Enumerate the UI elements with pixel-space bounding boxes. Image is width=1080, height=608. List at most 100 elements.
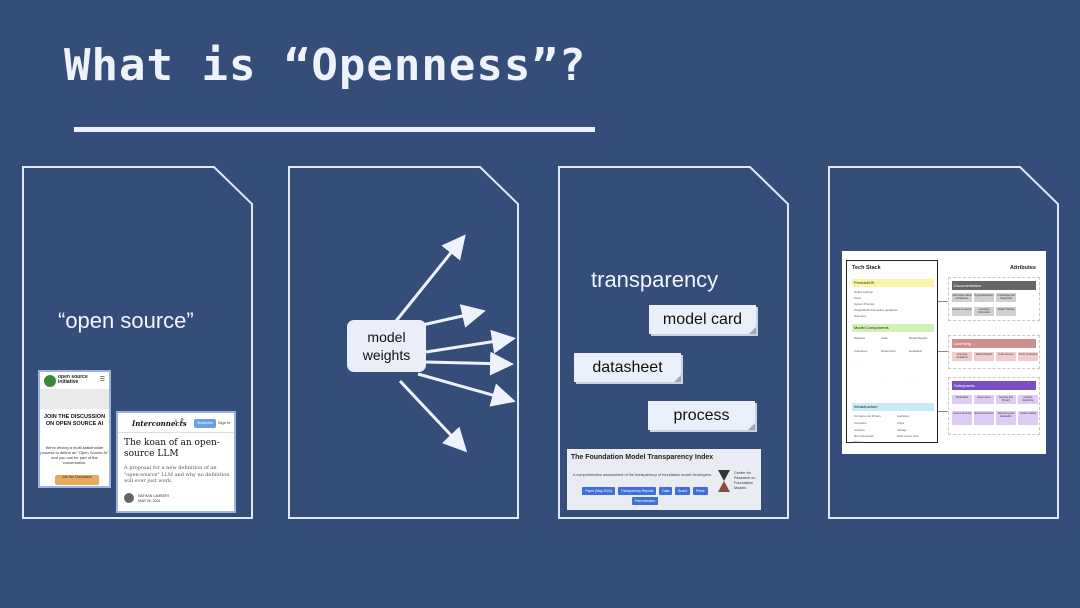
transparency-heading: transparency xyxy=(591,267,719,292)
crfm-name: Center for Research on Foundation Models xyxy=(734,471,756,490)
tech-row: Hardware xyxy=(897,414,910,418)
arrow xyxy=(417,304,486,328)
attr-cell: Terms of Service xyxy=(1018,352,1038,361)
card-open-source xyxy=(22,166,253,519)
fold-icon xyxy=(674,375,681,382)
card-outline xyxy=(22,166,253,519)
tech-row: Datasets xyxy=(854,336,866,340)
attr-cell: Code License xyxy=(996,352,1016,361)
article-date: MAR 06, 2024 xyxy=(138,499,161,503)
fold-icon xyxy=(748,423,755,430)
osi-headline: JOIN THE DISCUSSION ON OPEN SOURCE AI xyxy=(43,414,106,427)
menu-icon: ☰ xyxy=(99,377,105,383)
attr-cell: Licensing information xyxy=(974,307,994,316)
fmti-reports-button: Transparency Reports xyxy=(617,487,657,495)
tech-row: Evaluation xyxy=(909,349,923,353)
card-outline xyxy=(288,166,519,519)
connector-line xyxy=(938,351,948,352)
tech-row: Chips xyxy=(897,421,905,425)
tech-row: Model Card xyxy=(881,349,896,353)
tech-row: Data Center Infra xyxy=(897,434,919,438)
article-description: A proposal for a new definition of an "o… xyxy=(124,465,230,484)
fold-icon xyxy=(749,327,756,334)
attr-cell: Incident Reporting xyxy=(1018,395,1038,404)
koan-article-thumbnail[interactable]: Interconnects ⌕ ⇧ Subscribe Sign in The … xyxy=(116,411,236,513)
tech-row: Compilers xyxy=(854,421,867,425)
tech-row: Usage/Model Interaction guidelines xyxy=(854,308,898,312)
attr-cell: Knowledge and Ownership xyxy=(996,293,1016,302)
attr-group-title: Licensing xyxy=(952,339,1036,348)
tech-stack-diagram: Tech Stack Product/UX Output settings Us… xyxy=(842,251,1046,454)
osi-brand: open source initiative xyxy=(58,374,88,385)
tech-row: Output settings xyxy=(854,290,873,294)
fmti-button-row: Paper (May 2024) Transparency Reports Da… xyxy=(575,487,715,505)
tech-row: ML Frameworks xyxy=(854,434,874,438)
process-label: process xyxy=(673,407,730,424)
arrow xyxy=(425,329,516,354)
tech-row: Code xyxy=(881,336,888,340)
attr-cell: Moderation xyxy=(952,395,972,404)
model-weights-node: model weights xyxy=(347,320,426,372)
card-tech-stack xyxy=(828,166,1059,519)
fmti-description: A comprehensive assessment of the transp… xyxy=(572,473,712,477)
tech-row: Storage xyxy=(897,428,907,432)
card-model-weights xyxy=(288,166,519,519)
tech-stack-title: Tech Stack xyxy=(852,265,881,271)
attr-cell: Security and Privacy xyxy=(996,395,1016,404)
osi-body: We're driving a multi-stakeholder proces… xyxy=(40,445,109,465)
tech-row: Model Weights xyxy=(909,336,928,340)
tech-row: System Prompts xyxy=(854,302,875,306)
arrow xyxy=(425,351,514,376)
datasheet-label: datasheet xyxy=(592,359,663,376)
tech-section-product: Product/UX xyxy=(852,279,934,287)
arrow xyxy=(386,234,466,332)
attr-cell: Access Controls xyxy=(952,411,972,425)
connector-line xyxy=(938,411,948,412)
attr-cell: Information about architecture xyxy=(952,293,972,302)
process-tag: process xyxy=(648,401,755,430)
subscribe-button: Subscribe xyxy=(194,419,216,428)
tech-row: Libraries xyxy=(854,428,865,432)
tech-row: Telemetry xyxy=(854,314,867,318)
tech-stack-panel: Tech Stack Product/UX Output settings Us… xyxy=(846,260,938,444)
osi-logo-icon xyxy=(44,375,56,387)
osi-join-button: Join the Discussion xyxy=(55,475,99,485)
attr-cell: Monitoring and Evaluation xyxy=(996,411,1016,425)
attr-cell: Model Weights xyxy=(974,352,994,361)
article-masthead: Interconnects xyxy=(132,419,187,428)
sign-in-link: Sign in xyxy=(218,420,231,425)
arrow xyxy=(398,379,468,453)
crfm-logo-icon xyxy=(718,470,730,492)
tech-section-model: Model Components xyxy=(852,324,934,332)
title-underline xyxy=(74,127,595,132)
model-card-label: model card xyxy=(662,311,743,328)
fmti-board-button: Board xyxy=(675,487,691,495)
arrows-diagram xyxy=(386,234,516,453)
attr-cell: Risk Assessment xyxy=(974,411,994,425)
attr-group-licensing: Licensing Licensing conditions Model Wei… xyxy=(948,335,1040,369)
card-outline xyxy=(828,166,1059,519)
search-icon: ⌕ ⇧ xyxy=(174,418,184,425)
attr-cell: Hyperparameters xyxy=(974,293,994,302)
connector-line xyxy=(938,301,948,302)
attr-cell: Content Safety xyxy=(1018,411,1038,425)
fmti-thumbnail[interactable]: The Foundation Model Transparency Index … xyxy=(567,449,761,510)
attr-group-title: Documentation xyxy=(952,281,1036,290)
fmti-title: The Foundation Model Transparency Index xyxy=(570,454,714,461)
tech-row: · · · xyxy=(854,363,859,367)
article-title: The koan of an open-source LLM xyxy=(124,438,220,459)
article-byline: NATHAN LAMBERT MAR 06, 2024 xyxy=(138,494,170,504)
attr-group-documentation: Documentation Information about architec… xyxy=(948,277,1040,321)
tech-row: Users xyxy=(854,296,862,300)
attr-cell: Licensing conditions xyxy=(952,352,972,361)
attributes-title: Attributes xyxy=(1010,265,1036,271)
attr-group-title: Safeguards xyxy=(952,381,1036,390)
osi-website-thumbnail[interactable]: open source initiative ☰ JOIN THE DISCUS… xyxy=(38,370,111,488)
tech-row: · · · xyxy=(909,377,914,381)
card-transparency xyxy=(558,166,789,519)
attr-group-safeguards: Safeguards Moderation Governance Securit… xyxy=(948,377,1040,435)
fmti-paper-button: Paper (May 2024) xyxy=(582,487,615,495)
article-header-bar xyxy=(118,413,234,433)
attr-cell: Access to source xyxy=(952,307,972,316)
tech-section-infra: Infrastructure xyxy=(852,403,934,411)
